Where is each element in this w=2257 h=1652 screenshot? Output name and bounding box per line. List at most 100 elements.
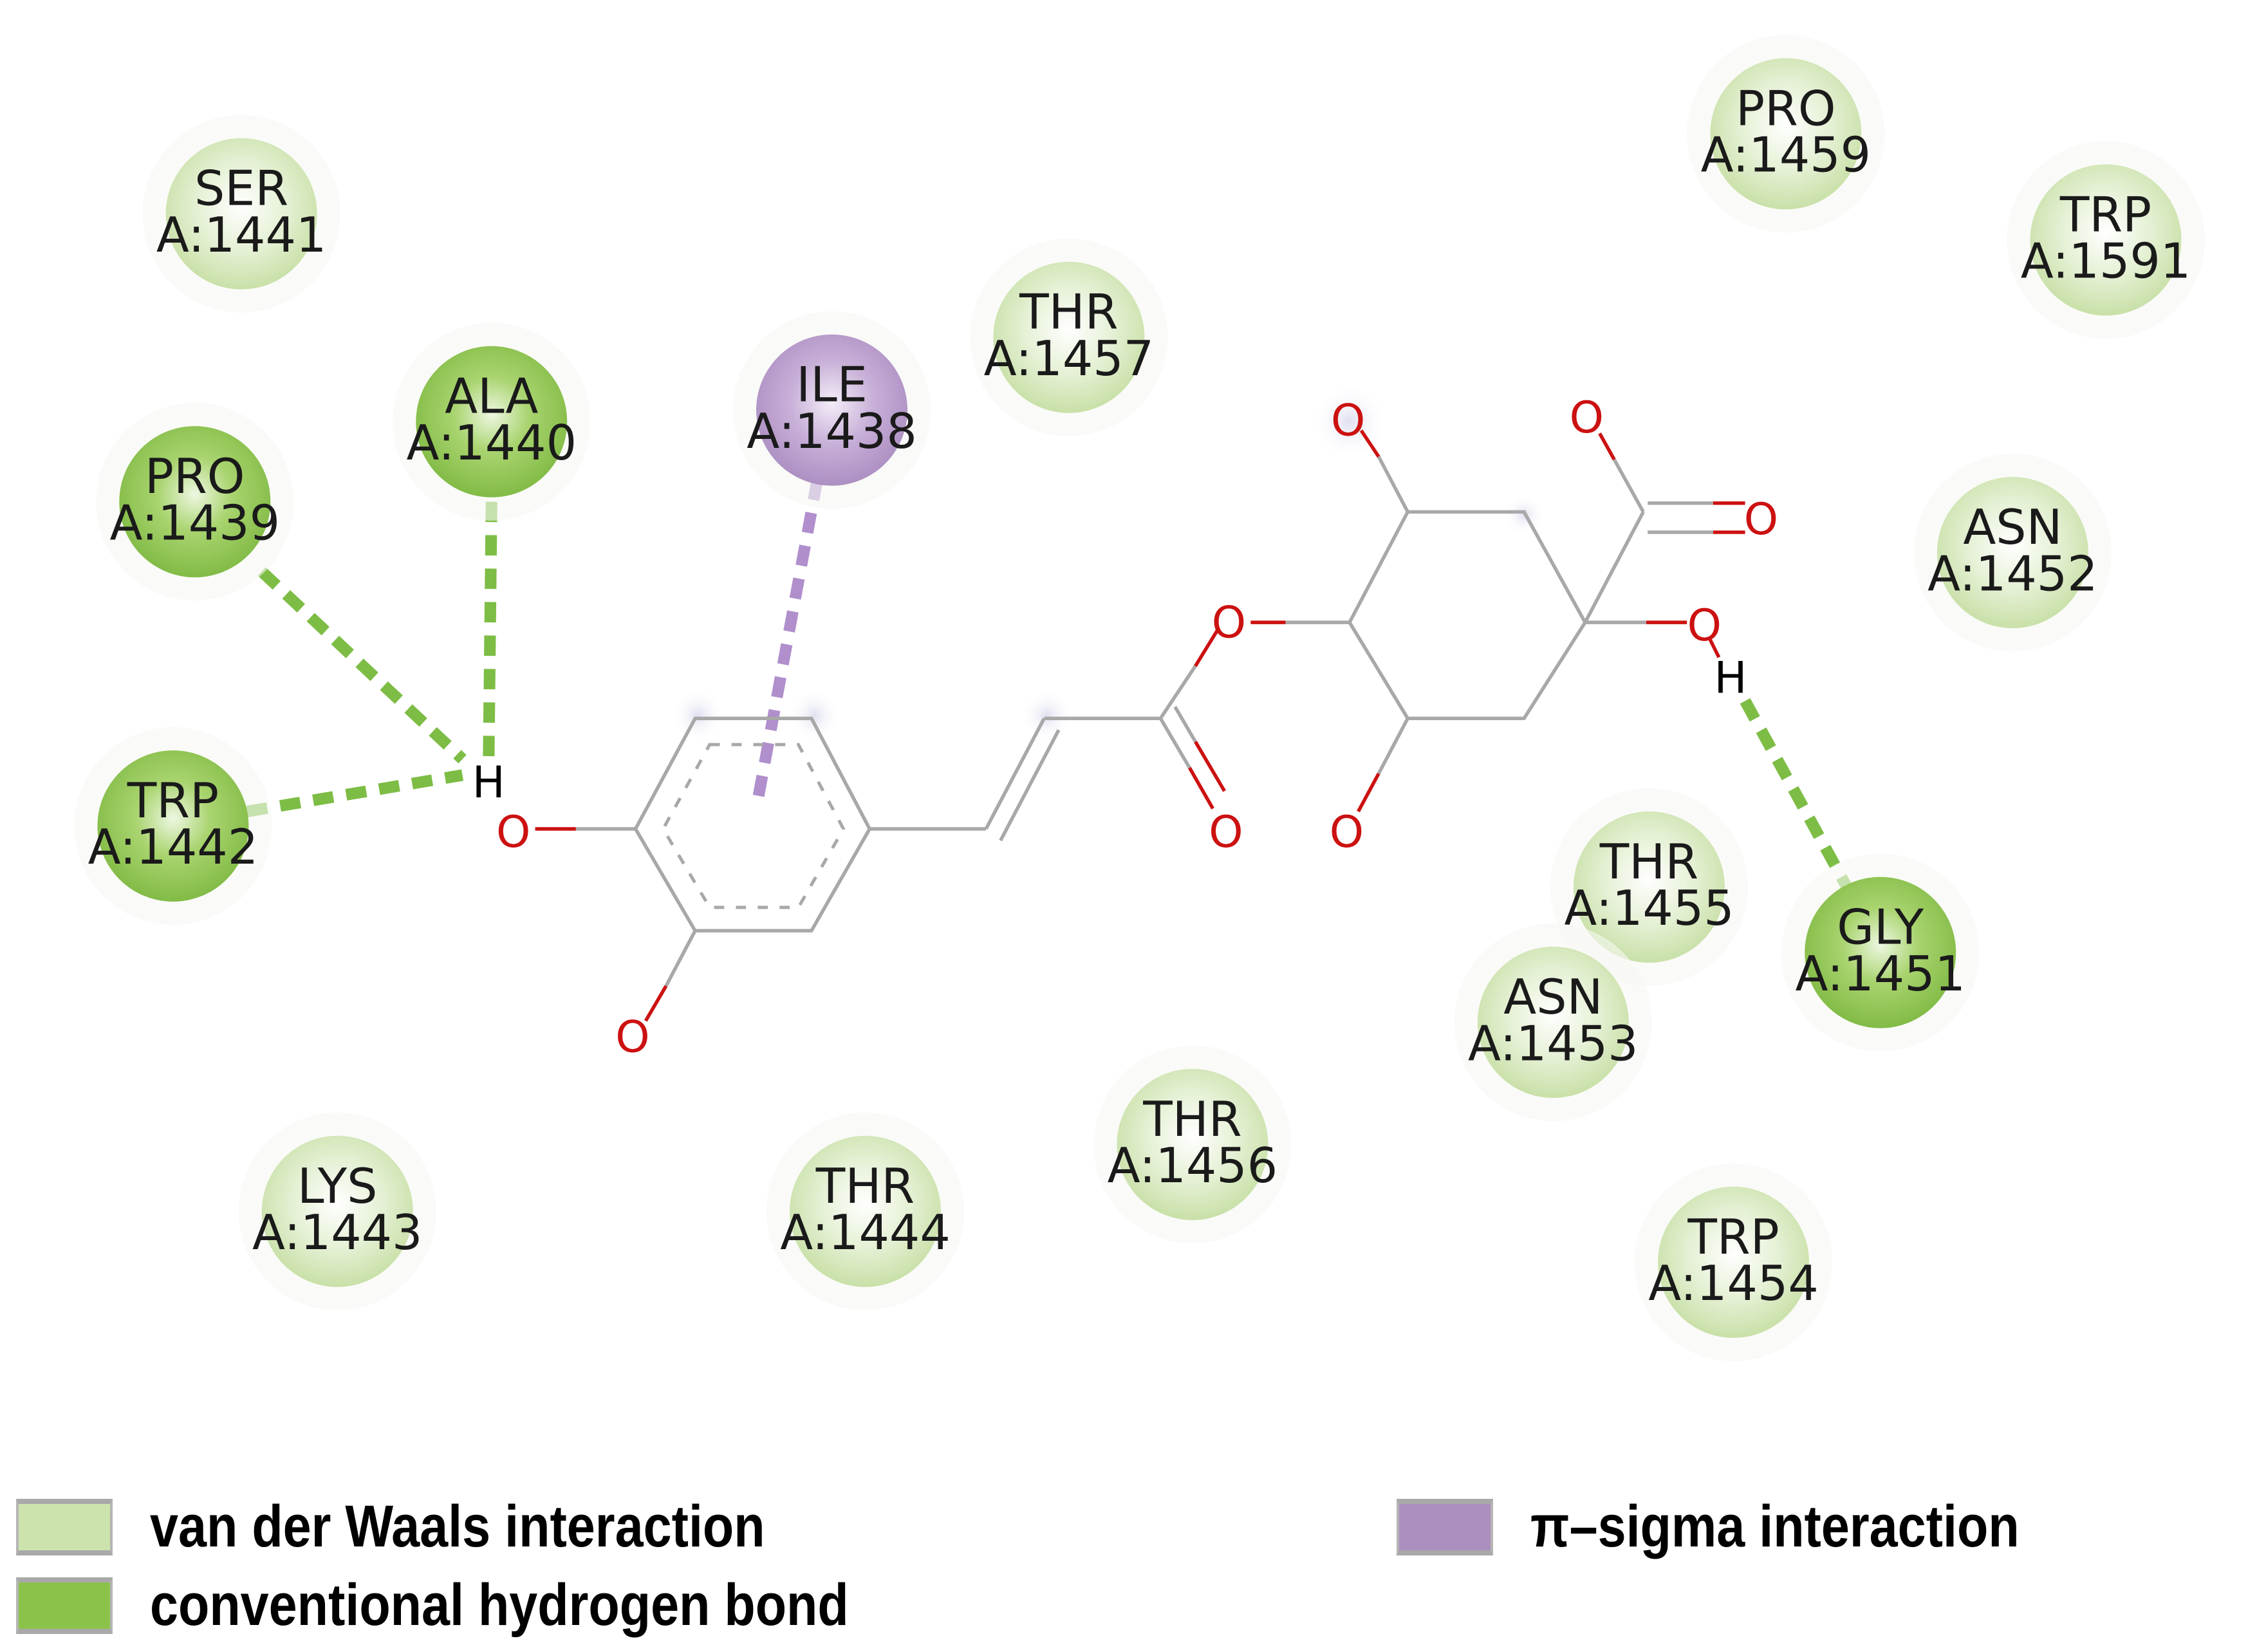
legend-swatch-hydrogen-bond <box>16 1577 113 1634</box>
residue-disc <box>416 346 568 497</box>
atom-oxygen: O <box>1330 806 1364 857</box>
residue-name: TRP <box>2059 187 2151 243</box>
ligand-structure: H O O O O O O O O O H <box>472 384 1778 1063</box>
residue-position: A:1443 <box>252 1205 423 1261</box>
residue-name: THR <box>1142 1091 1241 1147</box>
bond <box>1377 718 1409 775</box>
hbond-ala1440 <box>483 501 497 764</box>
bond <box>1173 705 1197 743</box>
residue-disc <box>993 261 1145 413</box>
residue-position: A:1442 <box>88 819 259 875</box>
residue-disc <box>1658 1186 1810 1338</box>
bond <box>1357 772 1380 813</box>
residue-name: SER <box>194 161 288 217</box>
bond <box>1359 429 1380 458</box>
residue-disc <box>1805 877 1956 1028</box>
bond <box>1598 432 1616 461</box>
legend-swatch-pi-sigma <box>1397 1498 1493 1555</box>
residue-disc <box>1117 1068 1268 1220</box>
legend-label: π–sigma interaction <box>1530 1494 2020 1559</box>
bond <box>1188 766 1214 810</box>
atom-halo <box>788 689 841 742</box>
atom-oxygen: O <box>1570 392 1604 443</box>
bond <box>1194 741 1226 792</box>
atom-oxygen: O <box>615 1012 649 1063</box>
bond <box>1612 458 1645 513</box>
residue-name: ILE <box>796 357 868 413</box>
bond <box>1377 456 1409 513</box>
aromatic-ring-inner <box>661 743 846 909</box>
atom-oxygen: O <box>1331 395 1365 446</box>
bond <box>1158 665 1197 719</box>
residue-position: A:1591 <box>2021 234 2191 290</box>
residue-position: A:1438 <box>747 404 917 459</box>
residue-name: THR <box>1599 834 1698 890</box>
legend-label: conventional hydrogen bond <box>150 1572 849 1638</box>
residue-name: TRP <box>1687 1209 1779 1265</box>
residue-name: PRO <box>145 449 245 505</box>
residue-disc <box>789 1135 942 1287</box>
hbond-gly1451 <box>1740 698 1852 890</box>
bond <box>1708 639 1721 658</box>
pisigma-ile1438 <box>750 479 823 810</box>
atom-halo <box>1021 689 1073 742</box>
residue-name: THR <box>1019 284 1118 340</box>
bond <box>1158 717 1191 769</box>
residue-position: A:1454 <box>1648 1256 1819 1312</box>
residue-position: A:1457 <box>984 331 1155 387</box>
residue-disc <box>1937 477 2088 629</box>
residue-disc <box>2030 164 2182 316</box>
hbond-pro1439 <box>257 567 467 764</box>
atom-oxygen: O <box>496 806 530 857</box>
residue-disc <box>261 1135 413 1287</box>
bond <box>1583 511 1645 624</box>
bond <box>644 985 668 1022</box>
residue-position: A:1451 <box>1795 946 1965 1002</box>
atom-hydrogen: H <box>1714 653 1747 703</box>
residue-position: A:1453 <box>1468 1016 1639 1072</box>
residue-position: A:1440 <box>407 415 577 471</box>
atom-halo <box>671 689 725 742</box>
residue-name: ASN <box>1963 499 2062 555</box>
residue-disc <box>165 138 317 290</box>
residue-name: PRO <box>1736 80 1835 136</box>
residue-disc <box>97 750 249 902</box>
aromatic-ring <box>633 716 872 933</box>
residue-disc <box>1710 58 1862 210</box>
legend-item-van-der-waals: van der Waals interaction <box>16 1493 865 1561</box>
residue-disc <box>1477 947 1629 1099</box>
hbond-trp1442 <box>246 769 464 817</box>
residue-name: THR <box>815 1158 915 1214</box>
cyclohexane-ring <box>1347 510 1588 720</box>
residue-disc <box>119 426 271 578</box>
atom-oxygen: O <box>1687 600 1722 651</box>
legend-label: van der Waals interaction <box>150 1494 765 1559</box>
atom-oxygen: O <box>1212 597 1246 648</box>
legend-item-pi-sigma: π–sigma interaction <box>1397 1493 2099 1561</box>
residue-name: LYS <box>297 1158 377 1214</box>
residue-disc <box>756 334 908 486</box>
interaction-lines <box>246 479 1852 890</box>
bond <box>999 729 1061 842</box>
residue-disc <box>1573 811 1725 963</box>
residue-position: A:1455 <box>1564 880 1734 936</box>
atom-oxygen: O <box>1209 806 1243 857</box>
residues: SERA:1441ALAA:1440PROA:1439TRPA:1442ILEA… <box>74 35 2205 1362</box>
bond <box>984 718 1046 830</box>
legend-item-hydrogen-bond: conventional hydrogen bond <box>16 1572 962 1639</box>
